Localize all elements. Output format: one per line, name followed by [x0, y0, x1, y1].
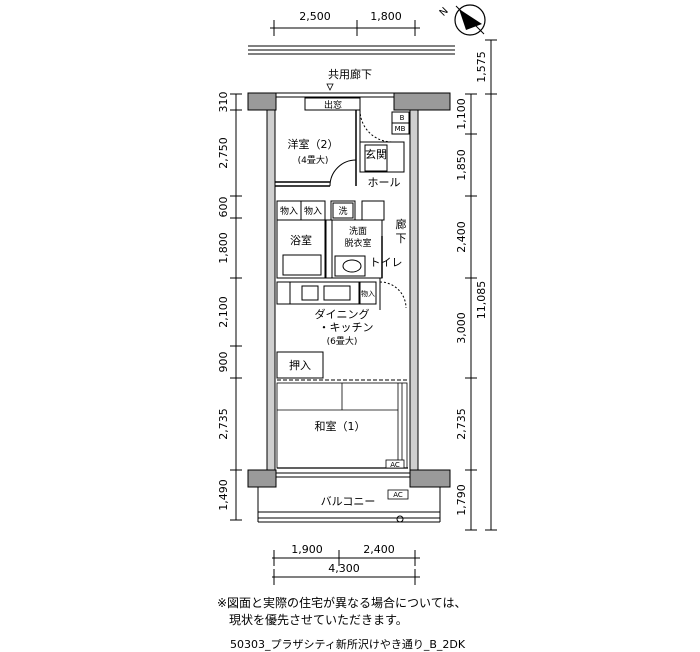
western-room — [275, 110, 357, 187]
dk-label-2: ・キッチン — [319, 321, 374, 334]
entrance-block — [359, 109, 410, 173]
left-dim-310: 310 — [217, 92, 230, 113]
oshiire — [276, 351, 408, 381]
column-top-right — [393, 92, 451, 111]
left-dim-600: 600 — [217, 197, 230, 218]
dk-size: (6畳大) — [327, 335, 358, 347]
column-bottom-right — [409, 469, 451, 488]
ac-unit-outdoor-icon — [387, 489, 409, 500]
right-dim-2400: 2,400 — [455, 221, 468, 253]
bottom-dimension — [272, 550, 420, 585]
monoire-3-label: 物入 — [361, 289, 375, 298]
right-dim-3000: 3,000 — [455, 312, 468, 344]
balcony — [257, 487, 441, 523]
compass-icon — [454, 4, 486, 36]
dk-label-1: ダイニング — [315, 307, 370, 321]
youshitsu-label: 洋室（2） — [288, 137, 339, 151]
corridor-label: 共用廊下 — [328, 67, 372, 81]
note-line-2: 現状を優先させていただきます。 — [229, 613, 408, 627]
property-caption: 50303_プラザシティ新所沢けやき通り_B_2DK — [230, 638, 466, 651]
entrance-marker-icon — [326, 83, 334, 91]
bottom-dim-total: 4,300 — [328, 562, 360, 575]
right-dimension — [465, 39, 497, 531]
exterior-walls — [266, 109, 419, 471]
oshiire-label: 押入 — [289, 358, 311, 372]
youshitsu-size: (4畳大) — [298, 154, 329, 166]
corridor-railing — [248, 45, 455, 55]
ac-label-1: AC — [390, 461, 400, 469]
note-line-1: ※図面と実際の住宅が異なる場合については、 — [217, 596, 467, 610]
left-dimension — [230, 93, 242, 521]
ac-unit-indoor-icon — [385, 459, 405, 469]
bottom-dim-1: 1,900 — [291, 543, 323, 556]
balcony-label: バルコニー — [321, 495, 376, 508]
monoire-1-label: 物入 — [280, 205, 298, 217]
top-dimension — [270, 20, 420, 36]
washitsu-label: 和室（1） — [315, 419, 366, 433]
rouka-label-2: 下 — [396, 232, 407, 245]
left-dim-1800: 1,800 — [217, 232, 230, 264]
top-dim-2: 1,800 — [370, 10, 402, 23]
left-dim-2750: 2,750 — [217, 137, 230, 169]
right-dim-1790: 1,790 — [455, 484, 468, 516]
column-top-left — [247, 92, 277, 111]
right-dim-1100: 1,100 — [455, 98, 468, 130]
left-dim-2735: 2,735 — [217, 408, 230, 440]
left-dim-900: 900 — [217, 352, 230, 373]
right-dim-2735: 2,735 — [455, 408, 468, 440]
right-dim-1575: 1,575 — [475, 51, 488, 83]
ac-label-2: AC — [393, 491, 403, 499]
rouka-label-1: 廊 — [396, 217, 407, 231]
hall-label: ホール — [368, 176, 401, 189]
monoire-2-label: 物入 — [304, 205, 322, 217]
disclaimer-note: ※図面と実際の住宅が異なる場合については、 現状を優先させていただきます。 — [217, 595, 466, 629]
tatami-window — [276, 472, 410, 478]
right-dim-11085: 11,085 — [475, 281, 488, 320]
yokushitsu-label: 浴室 — [290, 233, 312, 247]
bay-window-label: 出窓 — [324, 99, 342, 111]
left-dim-1490: 1,490 — [217, 479, 230, 511]
senmen-label-1: 洗面 — [349, 225, 367, 237]
toilet-label: トイレ — [370, 256, 403, 269]
top-wall — [276, 92, 394, 111]
left-dim-2100: 2,100 — [217, 296, 230, 328]
sen-label: 洗 — [338, 205, 347, 217]
washroom — [331, 219, 383, 279]
mb-label: MB — [395, 125, 406, 133]
senmen-label-2: 脱衣室 — [344, 237, 371, 249]
bottom-dim-2: 2,400 — [363, 543, 395, 556]
right-dim-1850: 1,850 — [455, 149, 468, 181]
column-bottom-left — [247, 469, 277, 488]
genkan-label: 玄関 — [365, 147, 387, 161]
kitchen-counter — [276, 278, 407, 310]
tatami-room — [276, 382, 408, 469]
compass-label: N — [438, 6, 451, 19]
top-dim-1: 2,500 — [299, 10, 331, 23]
b-label: B — [400, 114, 405, 122]
bathroom — [276, 219, 333, 279]
